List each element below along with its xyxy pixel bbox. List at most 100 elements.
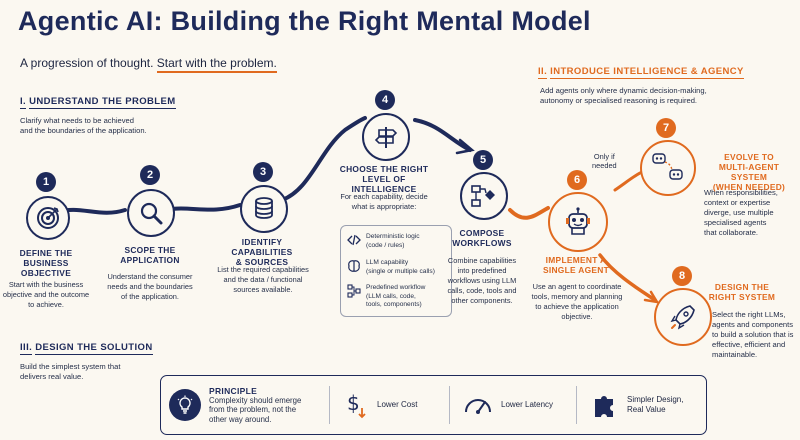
workflow-icon — [347, 284, 361, 298]
title-line: (When Needed) — [712, 182, 786, 192]
title-line: Define the — [19, 248, 73, 258]
title-line: Application — [120, 255, 180, 265]
puzzle-icon — [595, 396, 613, 417]
desc-line: Complexity should emerge — [209, 395, 302, 405]
multi-robot-icon — [652, 153, 683, 180]
dollar-down-icon: $ — [347, 391, 366, 419]
brain-icon — [348, 260, 360, 272]
only-if-needed-note: Only if needed — [592, 152, 617, 170]
section-label: Design the Solution — [35, 342, 153, 355]
section-understand-title: I. Understand the Problem — [20, 96, 176, 109]
section-numeral: I. — [20, 96, 27, 109]
step-2-number: 2 — [140, 165, 160, 185]
step-6-icon-ring — [548, 192, 608, 252]
benefit-label: Lower Latency — [501, 400, 554, 409]
principle-label: Principle — [209, 385, 258, 396]
signpost-icon — [374, 127, 398, 148]
principle-desc: Complexity should emerge from the proble… — [209, 396, 301, 425]
title-line: Identify Capabilities — [231, 237, 293, 257]
option-line: tools, components) — [366, 301, 422, 308]
desc-line: workflows using LLM — [447, 276, 517, 285]
desc-line: needs and the boundaries — [107, 282, 193, 291]
step-3-title: Identify Capabilities & Sources — [212, 237, 312, 267]
title-line: Right System — [708, 292, 776, 302]
database-icon — [255, 197, 273, 219]
desc-line: For each capability, decide — [340, 192, 428, 201]
step-4-desc: For each capability, decide what is appr… — [332, 192, 436, 212]
step-2-title: Scope the Application — [104, 245, 196, 265]
desc-line: into predefined — [457, 266, 507, 275]
label-line: Real Value — [627, 405, 666, 414]
flowchart-icon — [471, 185, 495, 207]
step-1-number: 1 — [36, 172, 56, 192]
target-icon — [37, 207, 59, 229]
title-line: Evolve to — [724, 152, 774, 162]
step-5-icon-ring — [460, 172, 508, 220]
section-numeral: II. — [538, 66, 548, 79]
option-line: Deterministic logic — [366, 233, 420, 240]
desc-line: other components. — [451, 296, 513, 305]
section-design-desc: Build the simplest system that delivers … — [20, 362, 120, 382]
step-4-number: 4 — [375, 90, 395, 110]
desc-line: When responsibilities, — [704, 188, 778, 197]
benefit-simpler-design: Simpler Design, Real Value — [591, 384, 683, 426]
step-5-number: 5 — [473, 150, 493, 170]
desc-line: other way around. — [209, 414, 272, 424]
section-understand-desc: Clarify what needs to be achieved and th… — [20, 116, 147, 136]
section-intelligence-desc: Add agents only where dynamic decision-m… — [540, 86, 707, 106]
robot-icon — [566, 207, 590, 235]
desc-line: to achieve. — [28, 300, 64, 309]
title-line: & Sources — [235, 257, 289, 267]
step-2-desc: Understand the consumer needs and the bo… — [100, 272, 200, 302]
rocket-icon — [670, 305, 695, 330]
option-line: LLM capability — [366, 259, 409, 266]
step-4-icon-ring — [362, 113, 410, 161]
label-line: Simpler Design, — [627, 395, 684, 404]
title-line: Choose the Right — [339, 164, 429, 174]
section-label: Introduce Intelligence & Agency — [550, 66, 744, 79]
desc-line: sources available. — [233, 285, 293, 294]
desc-line: to build a solution that is — [712, 330, 794, 339]
subtitle-highlight: Start with the problem. — [156, 56, 277, 73]
title-line: Level of Intelligence — [351, 174, 417, 194]
section-intelligence-title: II. Introduce Intelligence & Agency — [538, 66, 744, 79]
step-6-title: Implement a Single Agent — [526, 255, 626, 275]
step-1-title: Define the Business Objective — [0, 248, 92, 278]
option-workflow: Predefined workflow(LLM calls, code,tool… — [347, 284, 425, 310]
desc-line: and the data / functional — [223, 275, 303, 284]
magnifier-icon — [140, 202, 163, 225]
code-icon — [347, 234, 361, 246]
step-7-title: Evolve to Multi-Agent System (When Neede… — [700, 152, 798, 192]
desc-line: objective. — [561, 312, 593, 321]
option-deterministic: Deterministic logic(code / rules) — [347, 233, 420, 250]
desc-line: List the required capabilities — [217, 265, 309, 274]
note-line: Only if — [593, 152, 615, 161]
title-line: Implement a — [545, 255, 607, 265]
section-label: Understand the Problem — [29, 96, 176, 109]
desc-line: and the boundaries of the application. — [20, 126, 147, 135]
note-line: needed — [592, 161, 617, 170]
step-8-desc: Select the right LLMs, agents and compon… — [712, 310, 800, 360]
step-4-title: Choose the Right Level of Intelligence — [334, 164, 434, 194]
desc-line: agents and components — [712, 320, 794, 329]
step-6-desc: Use an agent to coordinate tools, memory… — [516, 282, 638, 322]
step-5-desc: Combine capabilities into predefined wor… — [434, 256, 530, 306]
title-line: Workflows — [452, 238, 512, 248]
step-3-desc: List the required capabilities and the d… — [208, 265, 318, 295]
desc-line: specialised agents — [704, 218, 767, 227]
desc-line: diverge, use multiple — [704, 208, 774, 217]
desc-line: Build the simplest system that — [20, 362, 121, 371]
benefit-lower-latency: Lower Latency — [463, 384, 553, 426]
intelligence-options-box: Deterministic logic(code / rules) LLM ca… — [340, 225, 452, 317]
desc-line: Combine capabilities — [447, 256, 517, 265]
section-design-title: III. Design the Solution — [20, 342, 153, 355]
step-7-icon-ring — [640, 140, 696, 196]
divider — [329, 386, 330, 424]
step-3-icon-ring — [240, 185, 288, 233]
section-numeral: III. — [20, 342, 33, 355]
benefit-label: Simpler Design, Real Value — [627, 395, 683, 415]
desc-line: autonomy or specialised reasoning is req… — [540, 96, 698, 105]
step-8-number: 8 — [672, 266, 692, 286]
desc-line: Clarify what needs to be achieved — [20, 116, 134, 125]
principle-main: Principle Complexity should emerge from … — [169, 384, 301, 426]
